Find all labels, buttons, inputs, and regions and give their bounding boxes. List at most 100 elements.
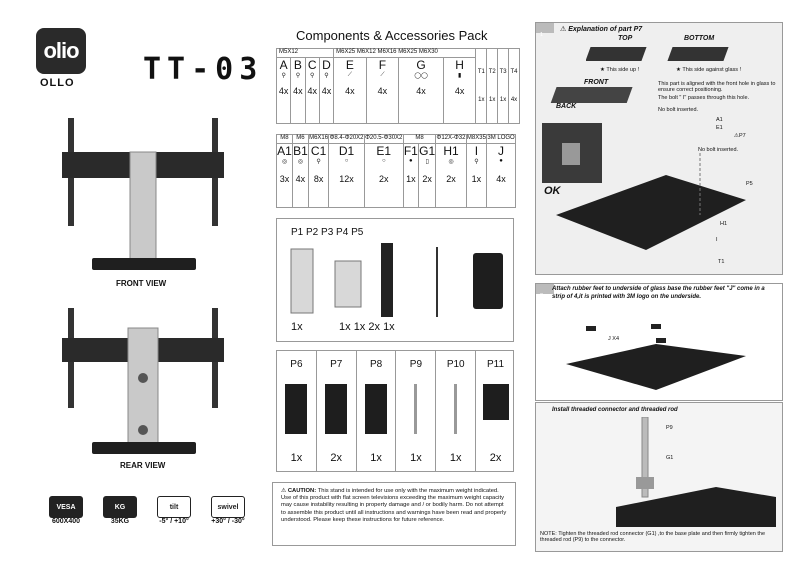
model-number: TT-03 xyxy=(143,52,264,87)
part-i: I⚲1x xyxy=(465,143,488,208)
front-label: FRONT xyxy=(584,79,609,86)
part-a: A⚲4x xyxy=(275,57,292,124)
step1-title: ⚠ Explanation of part P7 xyxy=(560,26,643,33)
label-g1: G1 xyxy=(666,455,674,461)
part-p8: P8 1x xyxy=(357,351,397,471)
part-p10: P10 1x xyxy=(436,351,477,471)
alignment-note: This part is aligned with the front hole… xyxy=(658,81,776,93)
table1-header: M6X25 M6X12 M6X16 M6X25 M6X30 xyxy=(333,48,477,58)
p7-top-label: TOP xyxy=(618,35,633,42)
front-view-label: FRONT VIEW xyxy=(116,279,167,288)
table2-header: M6X16 xyxy=(307,134,330,144)
step2-panel: 2 Attach rubber feet to underside of gla… xyxy=(535,283,783,401)
part-p7: P7 2x xyxy=(317,351,357,471)
label-p7: ⚠P7 xyxy=(734,133,746,139)
table2-header: M8X35 xyxy=(465,134,488,144)
rear-view-illustration xyxy=(62,308,224,454)
p6-p11-row: P6 1x P7 2x P8 1x P9 1x P10 1x P11 2x xyxy=(277,351,515,471)
front-view-illustration xyxy=(62,118,224,270)
table1-header: M5X12 xyxy=(275,48,335,58)
spec-icons: VESA 600X400 KG 35KG tilt -5° / +10° swi… xyxy=(42,496,252,525)
step1-panel: 1 ⚠ Explanation of part P7 TOP BOTTOM ★ … xyxy=(535,22,783,275)
spec-swivel: swivel +30° / -30° xyxy=(204,496,252,525)
part-d1: D1○12x xyxy=(328,143,365,208)
part-p11: P11 2x xyxy=(476,351,515,471)
spec-label: +30° / -30° xyxy=(211,518,245,525)
part-p9: P9 1x xyxy=(396,351,437,471)
p7-top-bottom-illustration xyxy=(586,47,729,61)
label-i: I xyxy=(716,237,718,243)
glass-base-illustration xyxy=(556,153,746,250)
step3-title: Install threaded connector and threaded … xyxy=(552,407,678,413)
part-h: H▮4x xyxy=(442,57,477,124)
step1-number-tab: 1 xyxy=(536,23,554,38)
part-e: E⟋4x xyxy=(333,57,367,124)
table2-header: M6 xyxy=(291,134,309,144)
table2-header: 3M LOGO xyxy=(486,134,516,144)
p1-count: 1x xyxy=(291,321,303,333)
brand-logo: olio xyxy=(36,28,86,74)
spec-label: 600X400 xyxy=(51,518,81,525)
rear-view-label: REAR VIEW xyxy=(120,461,166,470)
ok-closeup-illustration xyxy=(542,123,602,183)
label-e1: E1 xyxy=(716,125,723,131)
parts-box-p6-p11: P6 1x P7 2x P8 1x P9 1x P10 1x P11 2x xyxy=(276,350,514,472)
table2-header: M8 xyxy=(276,134,293,144)
j-x4-label: J X4 xyxy=(608,336,620,342)
step2-title: Attach rubber feet to underside of glass… xyxy=(552,286,765,300)
spec-weight: KG 35KG xyxy=(96,496,144,525)
parts-table-2: M8 M6 M6X16 Φ8.4-Φ20X2 Φ20.5-Φ30X2 M8 Φ1… xyxy=(276,134,516,208)
part-h1: H1◎2x xyxy=(435,143,467,208)
p7-bottom-label: BOTTOM xyxy=(684,35,715,42)
ok-label: OK xyxy=(544,185,561,197)
part-e1: E1○2x xyxy=(363,143,404,208)
p10-illustration xyxy=(454,384,458,434)
parts-box-p1-p5: P1 P2 P3 P4 P5 1x 1x 1x 2x 1x xyxy=(276,218,514,342)
no-bolt-note-2: No bolt inserted. xyxy=(698,147,739,153)
p2-p5-counts: 1x 1x 2x 1x xyxy=(339,321,395,333)
table2-header: Φ12X-Φ32 xyxy=(435,134,467,144)
part-g: G◯◯4x xyxy=(398,57,444,124)
part-f1: F1●1x xyxy=(402,143,419,208)
no-bolt-note: No bolt inserted. xyxy=(658,107,699,113)
part-a1: A1◎3x xyxy=(276,143,293,208)
p11-illustration xyxy=(482,384,509,420)
p7-illustration xyxy=(325,384,348,434)
label-p9: P9 xyxy=(666,425,673,431)
label-h1: H1 xyxy=(720,221,728,227)
part-c1: C1⚲8x xyxy=(307,143,330,208)
vesa-icon: VESA xyxy=(49,496,83,518)
warning-icon: ⚠ xyxy=(281,488,287,494)
rubber-feet-illustration xyxy=(566,324,746,390)
label-t1: T1 xyxy=(718,259,725,265)
caution-title: CAUTION: xyxy=(287,488,317,494)
step2-number-tab: 2 xyxy=(536,284,554,299)
p7-orientation-illustration xyxy=(550,87,633,103)
warning-icon: ⚠ xyxy=(560,26,567,33)
back-label: BACK xyxy=(556,103,577,110)
table2-header: M8 xyxy=(402,134,437,144)
part-j: J●4x xyxy=(486,143,516,208)
p8-illustration xyxy=(365,384,388,434)
p1-p5-illustrations xyxy=(290,243,503,317)
label-a1: A1 xyxy=(716,117,723,123)
caution-box: ⚠ CAUTION: This stand is intended for us… xyxy=(272,482,516,546)
p6-illustration xyxy=(285,384,308,434)
tilt-icon: tilt xyxy=(157,496,191,518)
side-up-note: ★ This side up ! xyxy=(600,67,640,73)
spec-vesa: VESA 600X400 xyxy=(42,496,90,525)
components-title: Components & Accessories Pack xyxy=(296,28,488,43)
part-c: C⚲4x xyxy=(304,57,320,124)
part-b1: B1◎4x xyxy=(291,143,309,208)
weight-icon: KG xyxy=(103,496,137,518)
p1-p5-labels: P1 P2 P3 P4 P5 xyxy=(291,227,364,238)
part-b: B⚲4x xyxy=(290,57,306,124)
p9-illustration xyxy=(414,384,418,434)
part-g1: G1▯2x xyxy=(417,143,437,208)
bolt-note: The bolt " I" passes through this hole. xyxy=(658,95,750,101)
spec-label: 35KG xyxy=(110,518,130,525)
